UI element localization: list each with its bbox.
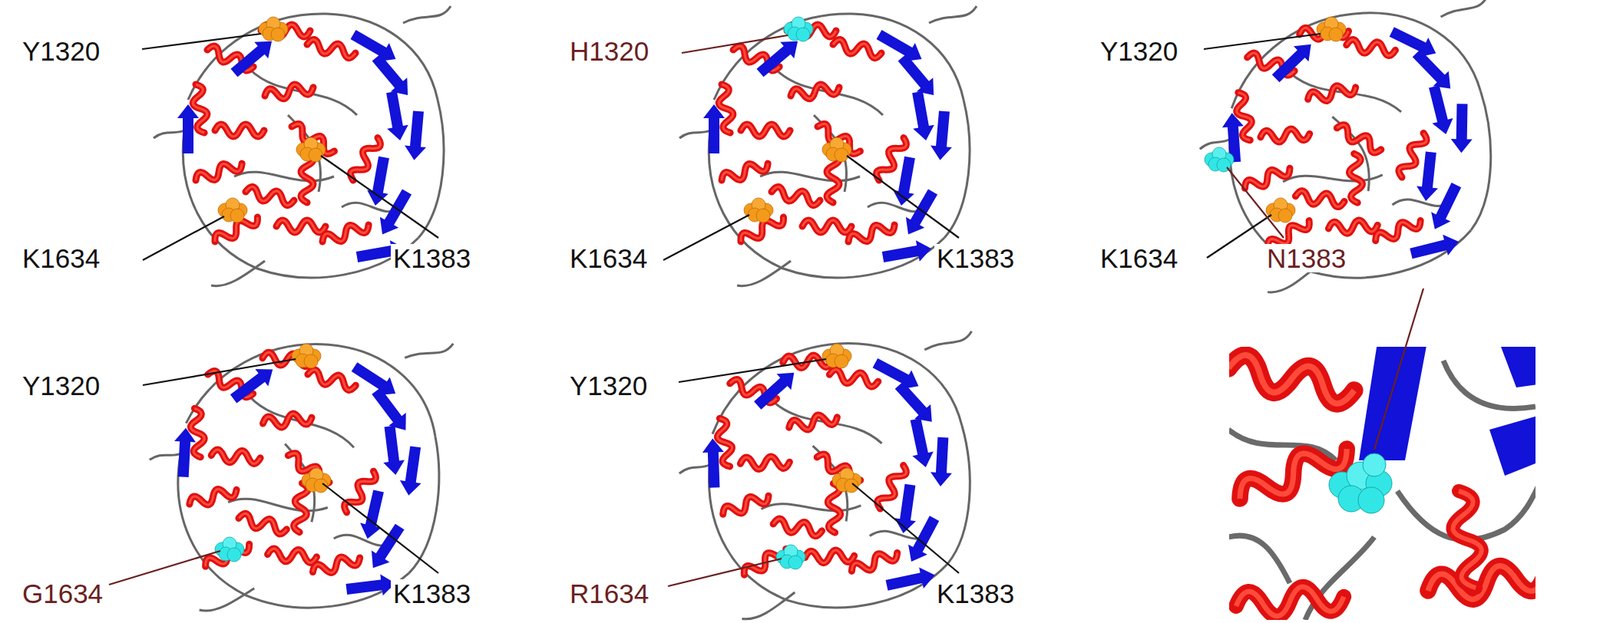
leader-line <box>663 214 750 261</box>
mutant-residue-label: G1634 <box>19 579 106 609</box>
residue-label: Y1320 <box>19 36 103 66</box>
mutant-residue-label: R1634 <box>567 579 652 609</box>
leader-line <box>1226 167 1284 239</box>
mutant-residue-label: N1383 <box>1264 244 1349 273</box>
residue-sphere <box>218 198 248 223</box>
residue-sphere <box>258 16 288 42</box>
leader-line <box>320 155 439 239</box>
residue-label: Y1320 <box>567 371 650 400</box>
mutant-sphere <box>776 545 806 570</box>
mutant-sphere <box>214 537 245 562</box>
leader-line <box>678 359 827 383</box>
mutant-residue-label: H1320 <box>567 36 652 66</box>
residue-label: K1634 <box>1097 244 1181 273</box>
leader-line <box>142 359 296 386</box>
protein-ribbon <box>1190 0 1507 298</box>
residue-sphere <box>822 343 852 369</box>
leader-line <box>142 33 262 50</box>
residue-label: K1634 <box>19 244 103 273</box>
zoom-inset <box>1229 347 1536 621</box>
leader-line <box>681 35 788 53</box>
leader-line <box>1203 33 1321 50</box>
residue-sphere <box>1316 16 1346 42</box>
leader-line <box>109 551 221 586</box>
leader-line <box>1374 288 1424 450</box>
residue-label: Y1320 <box>1097 36 1181 66</box>
residue-sphere <box>743 198 774 223</box>
residue-label: K1383 <box>390 244 473 273</box>
leader-line <box>852 483 959 574</box>
residue-sphere <box>296 137 326 162</box>
residue-label: Y1320 <box>19 371 103 400</box>
residue-sphere <box>1266 198 1296 223</box>
residue-sphere <box>291 343 321 369</box>
leader-line <box>322 483 439 574</box>
residue-label: K1634 <box>567 244 650 273</box>
leader-line <box>142 216 225 261</box>
residue-sphere <box>822 137 852 162</box>
residue-label: K1383 <box>934 579 1017 609</box>
residue-label: K1383 <box>390 579 473 609</box>
protein-ribbon <box>674 331 982 622</box>
residue-label: K1383 <box>934 244 1017 273</box>
mutant-sphere <box>1204 147 1234 172</box>
residue-sphere <box>301 468 331 493</box>
mutant-sphere <box>783 16 814 42</box>
residue-sphere <box>832 468 862 493</box>
protein-ribbon <box>679 6 977 287</box>
leader-line <box>1206 214 1272 258</box>
leader-line <box>846 155 959 239</box>
leader-line <box>667 558 782 587</box>
